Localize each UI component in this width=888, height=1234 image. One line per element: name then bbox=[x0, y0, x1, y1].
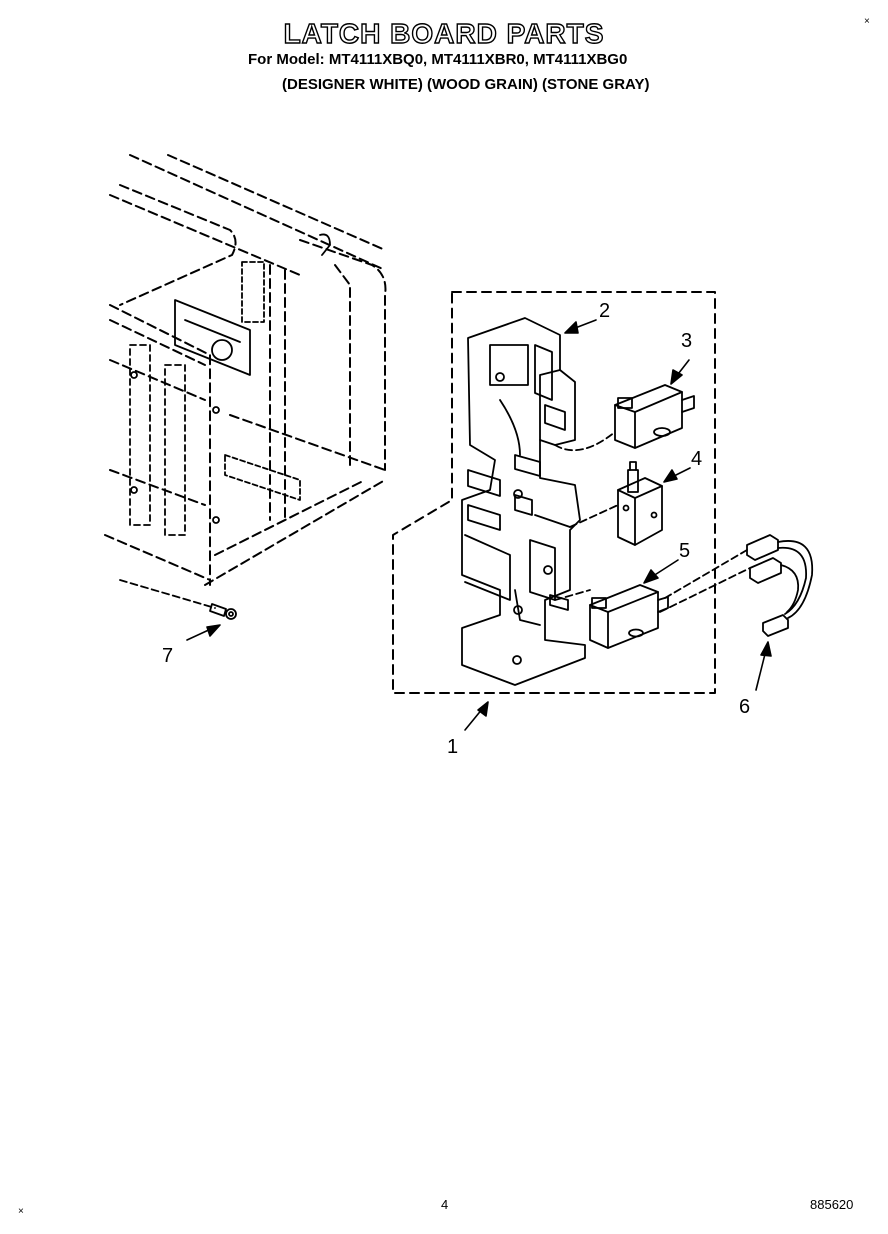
wire-harness-part-6 bbox=[659, 534, 814, 637]
callout-6: 6 bbox=[739, 696, 751, 718]
callout-4: 4 bbox=[691, 448, 703, 470]
callout-1: 1 bbox=[447, 736, 459, 758]
corner-mark-top: × bbox=[864, 16, 870, 27]
color-line: (DESIGNER WHITE) (WOOD GRAIN) (STONE GRA… bbox=[282, 76, 650, 93]
switch-part-5 bbox=[554, 584, 669, 649]
switch-part-4 bbox=[569, 461, 663, 546]
document-number: 885620 bbox=[810, 1197, 854, 1212]
screw-part-7 bbox=[119, 579, 237, 620]
cabinet-outline bbox=[104, 154, 387, 586]
model-line: For Model: MT4111XBQ0, MT4111XBR0, MT411… bbox=[248, 51, 628, 68]
callout-3: 3 bbox=[681, 330, 693, 352]
callout-arrows bbox=[186, 319, 772, 731]
switch-part-3 bbox=[554, 384, 695, 452]
callout-5: 5 bbox=[679, 540, 691, 562]
latch-board-part-2 bbox=[461, 317, 586, 686]
corner-mark-bottom: × bbox=[18, 1206, 24, 1217]
page-number: 4 bbox=[441, 1197, 449, 1212]
assembly-boundary bbox=[392, 291, 716, 694]
callout-7: 7 bbox=[162, 645, 174, 667]
page-title: LATCH BOARD PARTS bbox=[283, 17, 605, 49]
cabinet-details bbox=[129, 233, 331, 536]
callout-2: 2 bbox=[599, 300, 611, 322]
